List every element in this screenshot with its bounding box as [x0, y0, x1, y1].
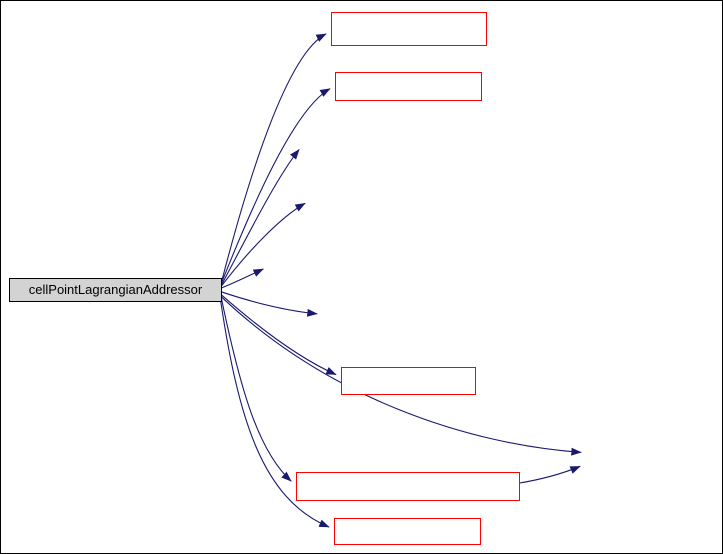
edge-main-to-hidden-node-2: [221, 202, 306, 287]
edge-main-to-second-box: [220, 88, 331, 284]
dependency-box-second[interactable]: [335, 72, 482, 101]
edge-main-to-top-box: [220, 33, 327, 283]
edge-main-to-hidden-node-3: [221, 268, 264, 289]
dependency-box-wide[interactable]: [296, 472, 520, 501]
edge-main-to-middle-box: [221, 294, 337, 376]
edge-main-to-wide-box: [220, 298, 292, 482]
edge-main-to-hidden-node-1: [221, 149, 300, 286]
dependency-box-middle[interactable]: [341, 367, 476, 395]
edge-wide-box-to-right-hidden-node: [518, 465, 581, 484]
dependency-box-bottom[interactable]: [334, 518, 481, 545]
edge-main-to-hidden-node-4: [221, 291, 318, 317]
dependency-box-top[interactable]: [331, 12, 487, 46]
main-node: cellPointLagrangianAddressor: [9, 278, 222, 302]
